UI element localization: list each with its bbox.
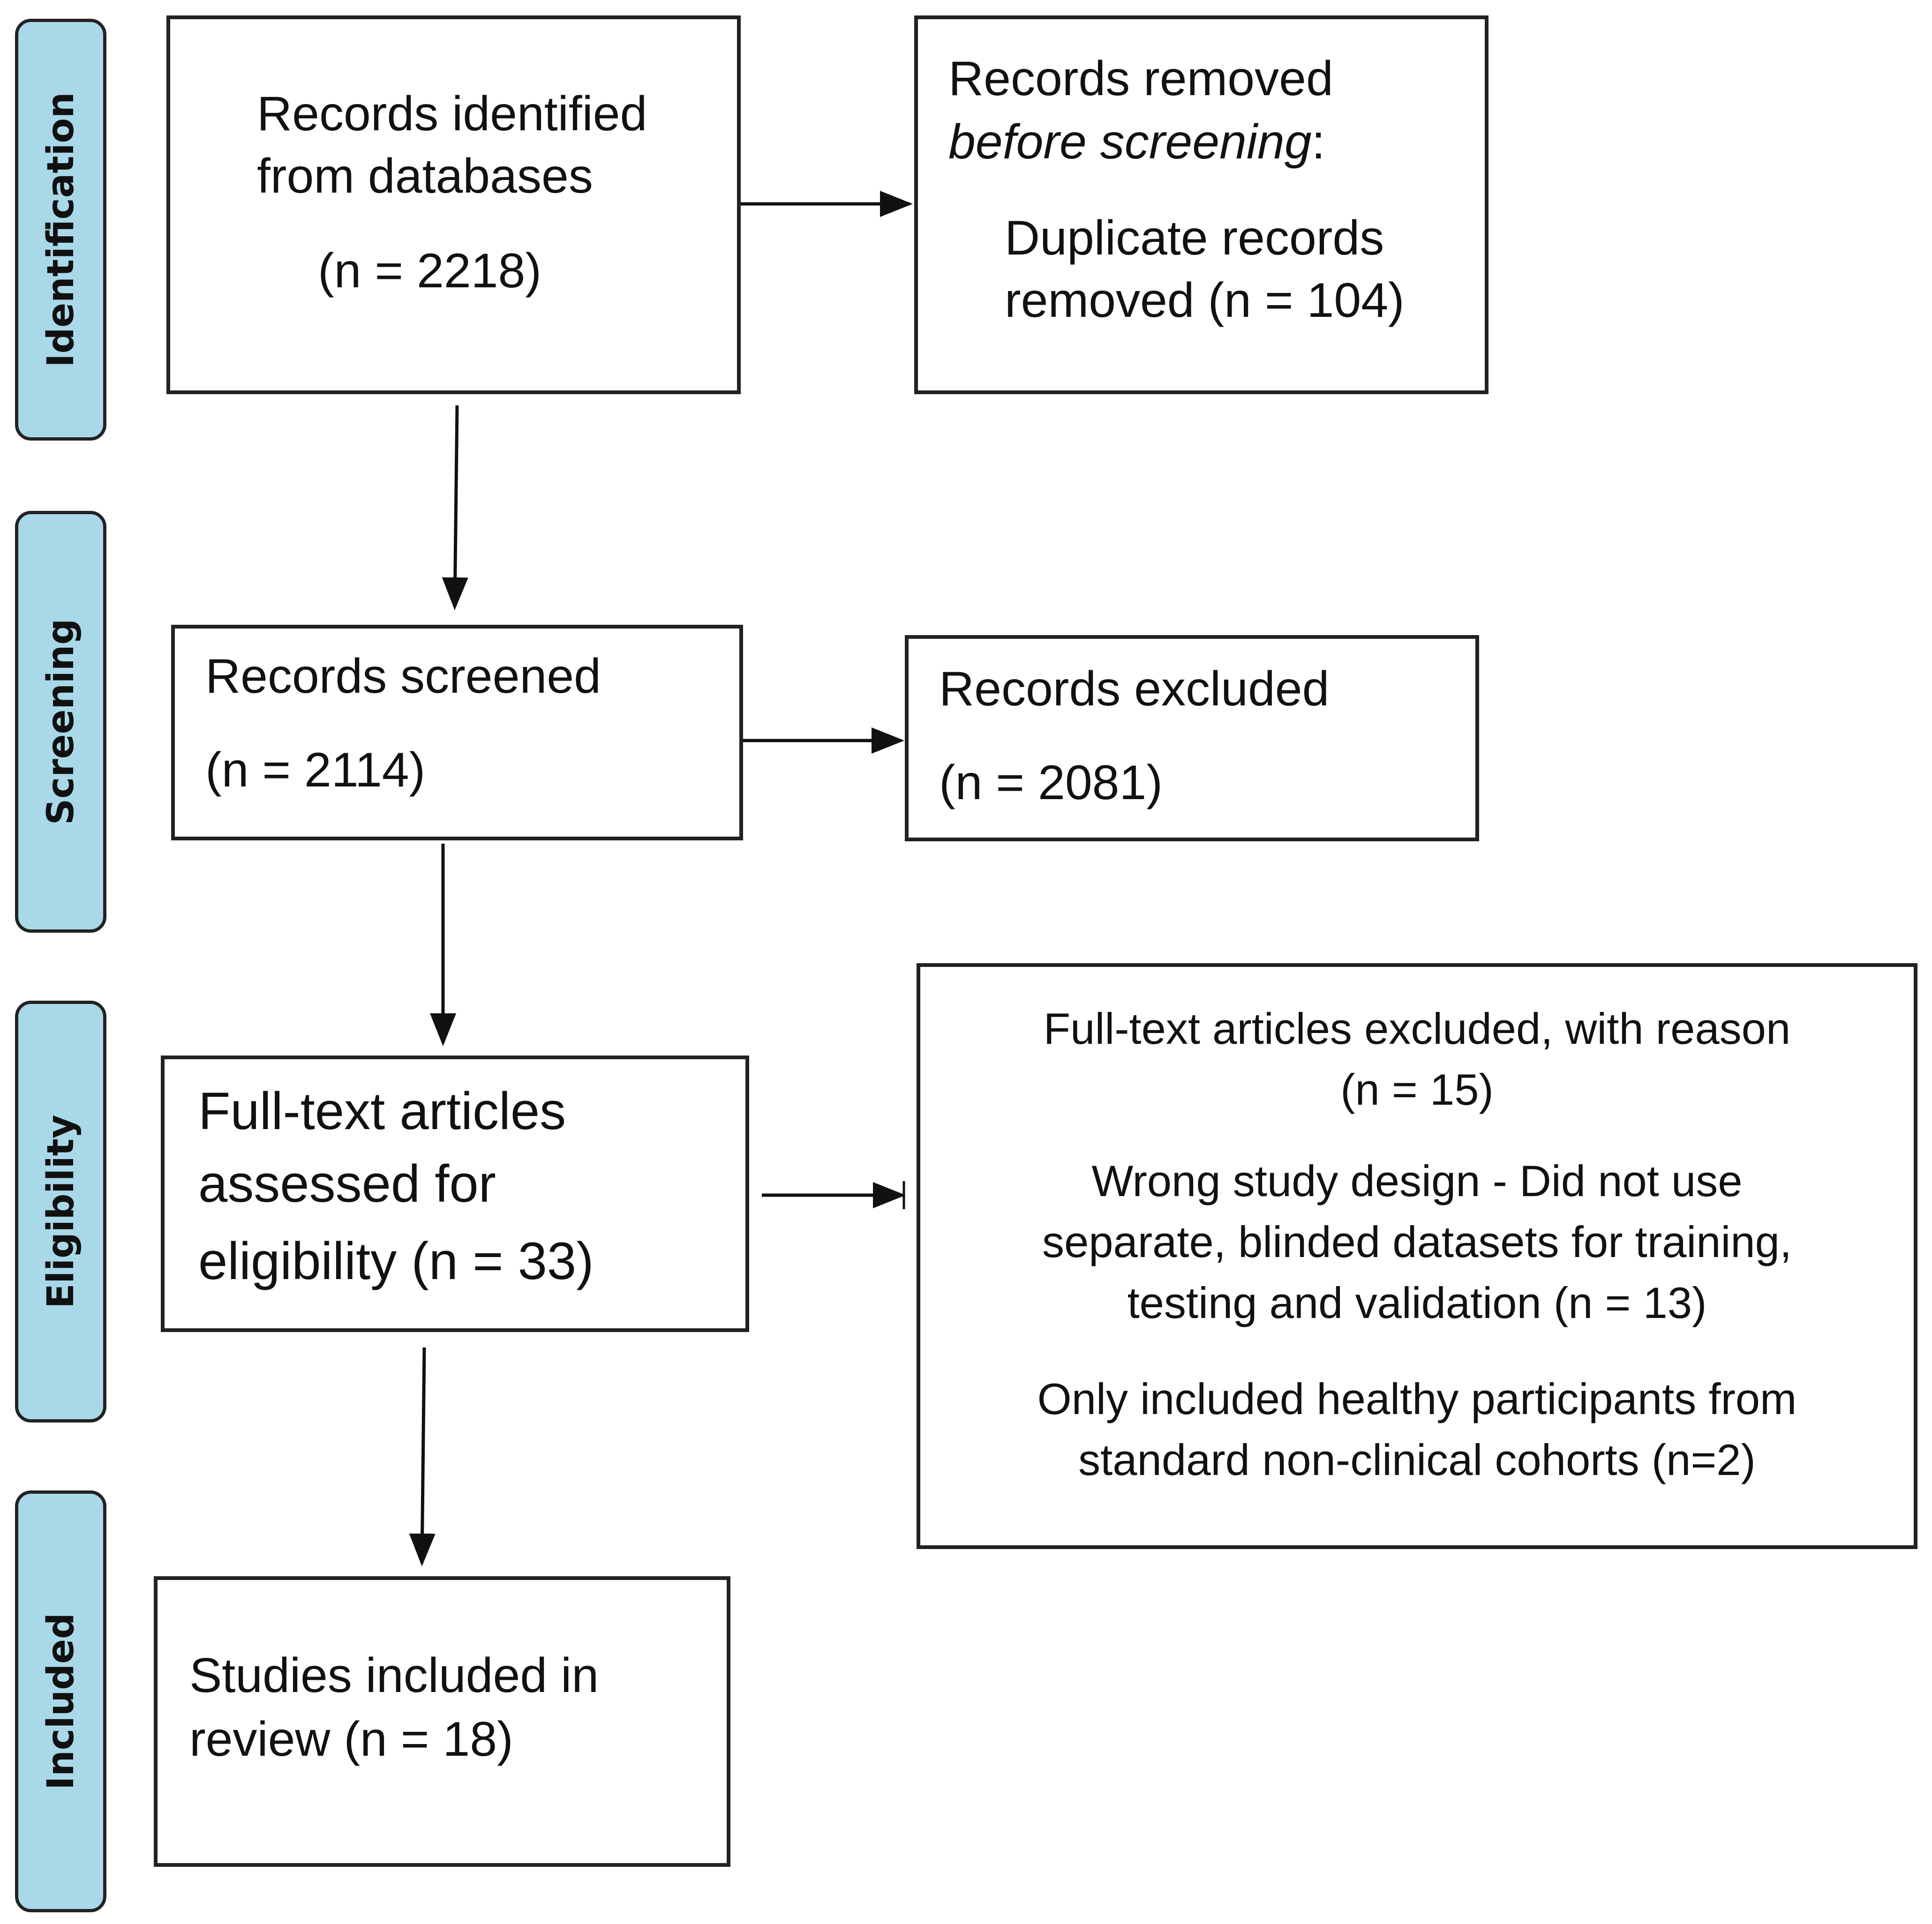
records-removed-box: Records removed before screening: Duplic…: [914, 15, 1488, 394]
full-text-assessed-line2: assessed for: [198, 1154, 496, 1213]
duplicate-records-line2: removed (n = 104): [1005, 273, 1405, 328]
wrong-study-design-line1: Wrong study design - Did not use: [1091, 1156, 1743, 1205]
records-screened-box: Records screened (n = 2114): [171, 625, 743, 840]
duplicate-records-line1: Duplicate records: [1005, 211, 1384, 265]
full-text-assessed-line3: eligibility (n = 33): [198, 1232, 594, 1290]
records-identified-line1: Records identified: [257, 87, 647, 141]
phase-screening: Screening: [15, 511, 106, 933]
full-text-assessed-box: Full-text articles assessed for eligibil…: [161, 1056, 749, 1332]
records-removed-subheading-italic: before screening: [948, 115, 1312, 169]
phase-identification: Identification: [15, 19, 106, 441]
records-removed-heading: Records removed: [948, 52, 1333, 106]
studies-included-line2: review (n = 18): [189, 1712, 513, 1767]
full-text-excluded-line1: Full-text articles excluded, with reason: [1043, 1004, 1791, 1053]
wrong-study-design-line3: testing and validation (n = 13): [1127, 1278, 1707, 1327]
phase-included: Included: [15, 1490, 106, 1912]
full-text-assessed-line1: Full-text articles: [198, 1082, 566, 1140]
arrow-identified-to-screened: [442, 405, 468, 610]
studies-included-box: Studies included in review (n = 18): [154, 1576, 730, 1867]
records-removed-subheading-colon: :: [1311, 115, 1325, 169]
records-screened-count: (n = 2114): [205, 743, 426, 797]
arrow-assessed-to-included: [409, 1347, 436, 1566]
records-identified-box: Records identified from databases (n = 2…: [166, 15, 741, 394]
records-identified-count: (n = 2218): [318, 244, 541, 298]
records-removed-subheading: before screening:: [948, 118, 1325, 166]
records-identified-line2: from databases: [257, 149, 593, 203]
records-screened-label: Records screened: [205, 649, 601, 704]
records-excluded-box: Records excluded (n = 2081): [905, 635, 1479, 841]
healthy-participants-line1: Only included healthy participants from: [1037, 1374, 1797, 1423]
full-text-excluded-box: Full-text articles excluded, with reason…: [917, 963, 1917, 1549]
wrong-study-design-line2: separate, blinded datasets for training,: [1042, 1217, 1792, 1266]
phase-eligibility: Eligibility: [15, 1001, 106, 1422]
full-text-excluded-count: (n = 15): [1340, 1065, 1494, 1114]
records-excluded-label: Records excluded: [939, 662, 1330, 716]
healthy-participants-line2: standard non-clinical cohorts (n=2): [1078, 1435, 1756, 1484]
studies-included-line1: Studies included in: [189, 1648, 599, 1703]
records-excluded-count: (n = 2081): [939, 756, 1163, 810]
